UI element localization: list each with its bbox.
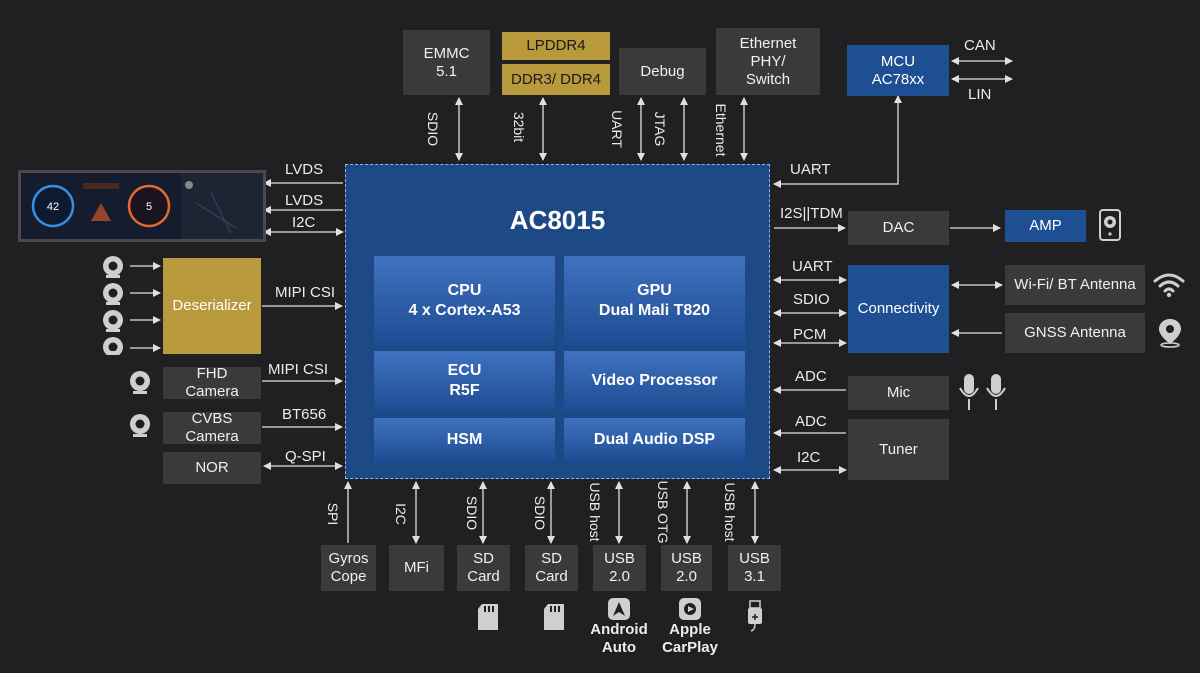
bit32-label: 32bit (511, 111, 527, 143)
svg-text:42: 42 (47, 201, 59, 213)
ecu-block: ECU R5F (374, 351, 555, 411)
gnss-antenna-box: GNSS Antenna (1005, 313, 1145, 353)
mfi-box: MFi (389, 545, 444, 591)
i2c-left-label: I2C (292, 214, 316, 231)
location-pin-icon (1159, 319, 1181, 348)
svg-text:5: 5 (146, 201, 152, 213)
camera-icons (103, 256, 123, 355)
apple-carplay-label: Apple CarPlay (662, 621, 718, 656)
android-auto-icon (608, 598, 630, 620)
i2c-bottom-label: I2C (393, 503, 409, 525)
speaker-icon (1099, 209, 1121, 241)
gpu-block: GPU Dual Mali T820 (564, 256, 745, 345)
sd-card1-icon (478, 604, 498, 630)
android-auto-label: Android Auto (590, 621, 648, 656)
lvds2-label: LVDS (285, 192, 324, 209)
mcu-uart-link (773, 95, 902, 188)
mic-box: Mic (848, 376, 949, 410)
sdio1-label: SDIO (464, 495, 480, 531)
audio-dsp-block: Dual Audio DSP (564, 418, 745, 462)
sdio-conn-label: SDIO (793, 291, 830, 308)
microphone-icon (959, 374, 1006, 410)
ethernet-label: Ethernet (713, 103, 729, 157)
soc-title: AC8015 (509, 205, 606, 235)
usb-host1-label: USB host (587, 482, 603, 542)
wifi-icon (1153, 273, 1185, 298)
fhd-camera-box: FHD Camera (163, 365, 261, 400)
display-screen: 42 5 (18, 170, 266, 242)
uart-conn-label: UART (792, 258, 833, 275)
gyroscope-box: Gyros Cope (321, 545, 376, 591)
sdio2-label: SDIO (532, 495, 548, 531)
adc1-label: ADC (795, 368, 827, 385)
pcm-label: PCM (793, 326, 827, 343)
sd-card1-box: SD Card (457, 545, 510, 591)
sdio-top-label: SDIO (425, 111, 441, 147)
lvds1-label: LVDS (285, 161, 324, 178)
i2s-label: I2S||TDM (780, 205, 843, 222)
jtag-label: JTAG (652, 111, 668, 147)
deserializer-box: Deserializer (163, 258, 261, 354)
usb20b-box: USB 2.0 (661, 545, 712, 591)
bt656-label: BT656 (282, 406, 327, 423)
mcu-box: MCU AC78xx (847, 45, 949, 96)
usb20a-box: USB 2.0 (593, 545, 646, 591)
wifi-bt-antenna-box: Wi-Fi/ BT Antenna (1005, 265, 1145, 305)
debug-box: Debug (619, 48, 706, 95)
usb31-box: USB 3.1 (728, 545, 781, 591)
adc2-label: ADC (795, 413, 827, 430)
i2c-right-label: I2C (797, 449, 821, 466)
uart-mcu-label: UART (790, 161, 831, 178)
mipi1-label: MIPI CSI (275, 284, 336, 301)
usb-host2-label: USB host (722, 482, 738, 542)
ethernet-phy-box: Ethernet PHY/ Switch (716, 28, 820, 95)
tuner-box: Tuner (848, 419, 949, 480)
dac-box: DAC (848, 211, 949, 245)
fhd-camera-icon (130, 371, 150, 394)
usb-otg-label: USB OTG (655, 480, 671, 544)
uart-top-label: UART (609, 110, 625, 148)
cvbs-camera-icon (130, 414, 150, 437)
can-label: CAN (964, 37, 996, 54)
video-processor-block: Video Processor (564, 351, 745, 411)
hsm-block: HSM (374, 418, 555, 462)
connectivity-box: Connectivity (848, 265, 949, 353)
nor-box: NOR (163, 452, 261, 484)
cpu-block: CPU 4 x Cortex-A53 (374, 256, 555, 345)
spi-label: SPI (325, 502, 341, 526)
sd-card2-box: SD Card (525, 545, 578, 591)
qspi-label: Q-SPI (285, 448, 326, 465)
cvbs-camera-box: CVBS Camera (163, 410, 261, 445)
ddr-box: DDR3/ DDR4 (502, 64, 610, 95)
lin-label: LIN (968, 86, 992, 103)
lpddr4-box: LPDDR4 (502, 32, 610, 60)
sd-card2-icon (544, 604, 564, 630)
amp-box: AMP (1005, 210, 1086, 242)
emmc-box: EMMC 5.1 (403, 30, 490, 95)
apple-carplay-icon (679, 598, 701, 620)
usb-stick-icon (748, 600, 762, 632)
mipi2-label: MIPI CSI (268, 361, 329, 378)
